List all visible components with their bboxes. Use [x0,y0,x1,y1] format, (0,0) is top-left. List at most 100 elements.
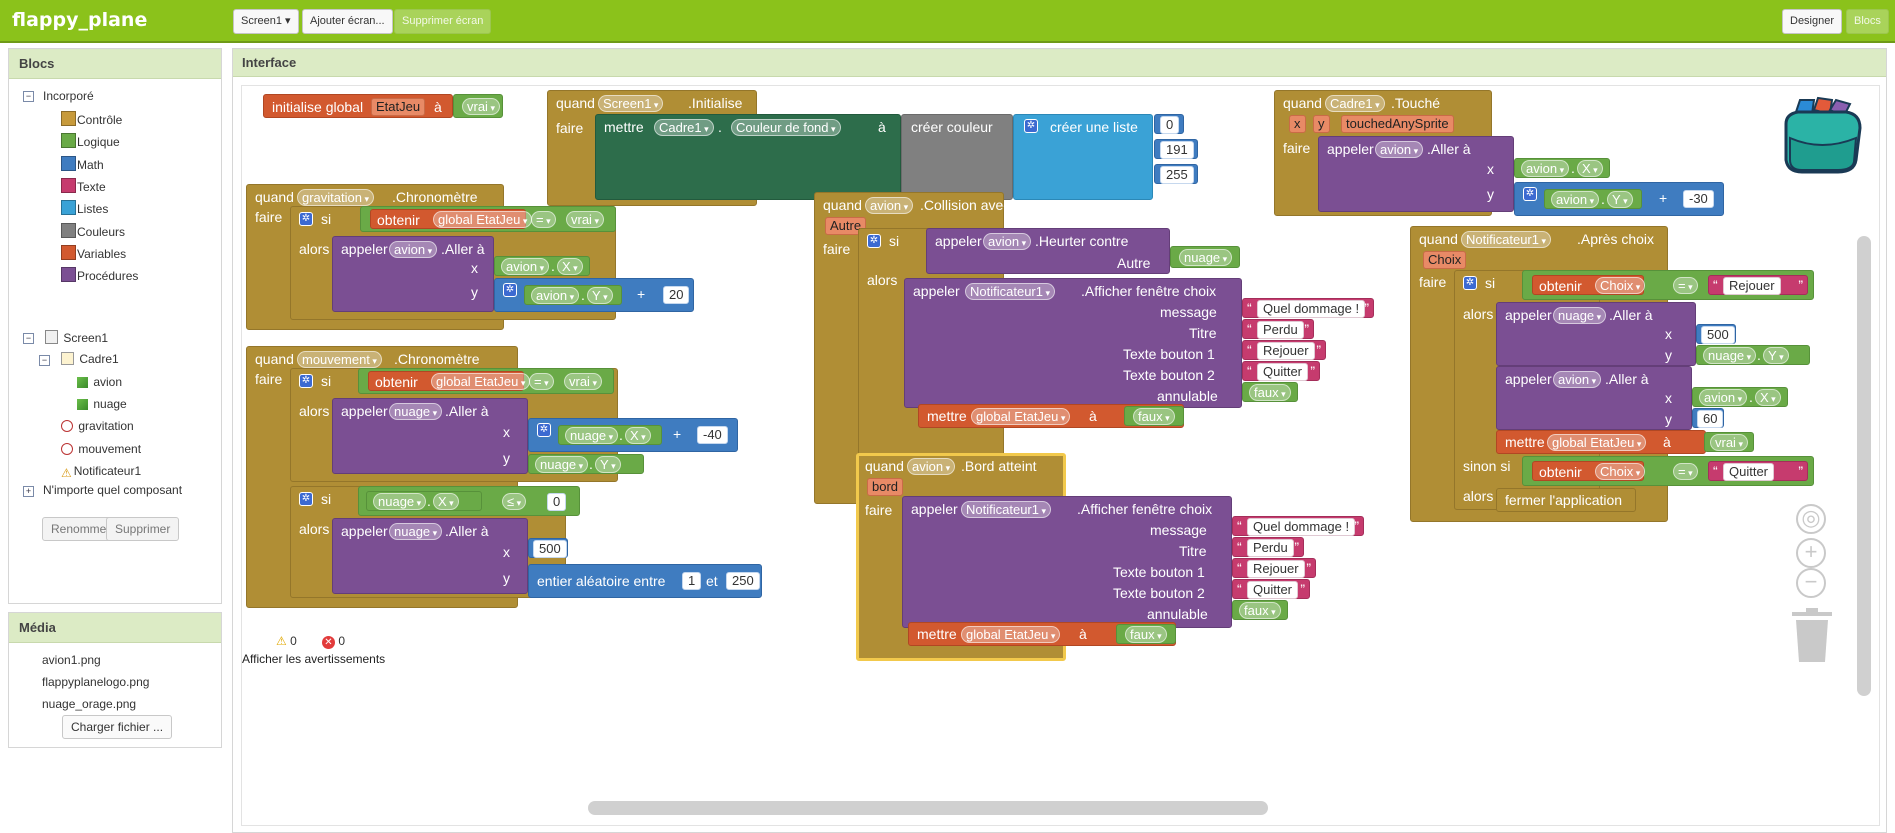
number-value[interactable]: 500 [1701,326,1735,344]
logic-false-block[interactable]: faux [1242,382,1298,402]
component-dropdown[interactable]: nuage [389,403,443,420]
zoom-out-icon[interactable]: − [1796,568,1826,598]
property-dropdown[interactable]: X [625,427,651,444]
errors-indicator[interactable]: ✕ 0 [322,634,345,649]
component-dropdown[interactable]: avion [1553,371,1602,388]
screen-select[interactable]: Screen1 ▾ [233,9,299,34]
cloud-moveto-block[interactable]: appeler nuage .Aller à x y [1496,302,1696,366]
designer-button[interactable]: Designer [1782,9,1843,34]
collapse-icon[interactable]: − [23,91,34,102]
text-block[interactable]: “Quitter” [1242,361,1320,381]
operator-dropdown[interactable]: = [1673,463,1698,480]
get-variable-block[interactable]: obtenir global EtatJeu [370,209,533,229]
text-block[interactable]: “Perdu” [1232,537,1304,557]
variable-dropdown[interactable]: Choix [1595,277,1646,294]
component-dropdown[interactable]: avion [1375,141,1424,158]
mutator-gear-icon[interactable]: ✲ [1523,187,1537,201]
component-dropdown[interactable]: Notificateur1 [965,283,1056,300]
sprite-x-getter[interactable]: avion . X [494,256,590,276]
category-6[interactable]: Variables [61,244,126,261]
component-dropdown[interactable]: Screen1 [598,95,664,112]
media-file[interactable]: nuage_orage.png [42,697,137,711]
text-value[interactable]: Quitter [1723,463,1775,481]
component-dropdown[interactable]: nuage [389,523,443,540]
sprite-x-getter[interactable]: avion . X [1692,387,1788,407]
variable-dropdown[interactable]: global EtatJeu [961,626,1061,643]
number-value[interactable]: 1 [682,572,702,590]
mutator-gear-icon[interactable]: ✲ [537,423,551,437]
boolean-dropdown[interactable]: faux [1239,602,1281,619]
logic-false-block[interactable]: faux [1116,624,1176,644]
text-block[interactable]: “Rejouer” [1242,340,1326,360]
tree-clock-gravitation[interactable]: gravitation [61,419,134,433]
set-variable-block[interactable]: mettre global EtatJeu à [1496,430,1706,454]
random-integer-block[interactable]: entier aléatoire entre 1 et 250 [528,564,762,598]
component-dropdown[interactable]: avion [389,241,438,258]
logic-false-block[interactable]: faux [1232,600,1288,620]
text-value[interactable]: Quel dommage ! [1247,518,1356,536]
operator-dropdown[interactable]: = [529,373,554,390]
component-dropdown[interactable]: nuage [373,493,427,510]
tree-any-component[interactable]: N'importe quel composant [43,483,183,497]
component-dropdown[interactable]: avion [983,233,1032,250]
text-value[interactable]: Quitter [1247,581,1299,599]
cloud-moveto-block[interactable]: appeler nuage .Aller à x y [332,398,528,474]
component-dropdown[interactable]: nuage [1553,307,1607,324]
boolean-dropdown[interactable]: vrai [1710,434,1748,451]
tree-frame[interactable]: Cadre1 [61,352,119,366]
property-dropdown[interactable]: X [1755,389,1781,406]
logic-false-block[interactable]: faux [1124,406,1184,426]
backpack-icon[interactable] [1776,94,1868,180]
sprite-x-getter[interactable]: avion . X [1514,158,1610,178]
mutator-gear-icon[interactable]: ✲ [299,212,313,226]
component-dropdown[interactable]: avion [531,287,580,304]
variable-dropdown[interactable]: global EtatJeu [1547,434,1647,451]
global-init-block[interactable]: initialise global EtatJeu à [263,94,453,118]
expand-icon[interactable]: + [23,486,34,497]
component-dropdown[interactable]: avion [907,458,956,475]
property-dropdown[interactable]: Y [587,287,613,304]
text-value[interactable]: Quitter [1257,363,1309,381]
sprite-x-getter[interactable]: nuage . X [366,491,482,511]
sprite-y-getter[interactable]: avion . Y [524,285,622,305]
close-application-block[interactable]: fermer l'application [1496,488,1636,512]
text-value[interactable]: Rejouer [1247,560,1305,578]
operator-dropdown[interactable]: ≤ [502,493,527,510]
category-1[interactable]: Logique [61,133,120,149]
make-list-block[interactable]: ✲ créer une liste [1013,114,1153,200]
text-block[interactable]: “Rejouer” [1708,275,1808,295]
category-5[interactable]: Couleurs [61,222,125,239]
number-block[interactable]: 500 [1696,324,1736,344]
number-value[interactable]: 500 [533,540,567,558]
sprite-moveto-block[interactable]: appeler avion .Aller à x y [1496,366,1692,430]
recenter-icon[interactable]: ◎ [1796,504,1826,534]
number-value[interactable]: 20 [663,286,690,304]
variable-dropdown[interactable]: global EtatJeu [431,373,531,390]
number-value[interactable]: 255 [1160,166,1194,184]
blocks-canvas[interactable]: initialise global EtatJeu à vrai quand S… [241,85,1880,826]
number-value[interactable]: 250 [726,572,760,590]
number-value[interactable]: 0 [1160,116,1180,134]
tree-builtin[interactable]: Incorporé [43,89,94,103]
event-parameter[interactable]: x [1289,115,1306,133]
component-dropdown[interactable]: Notificateur1 [1461,231,1552,248]
tree-sprite-nuage[interactable]: nuage [77,397,127,411]
mutator-gear-icon[interactable]: ✲ [299,374,313,388]
media-file[interactable]: avion1.png [42,653,101,667]
event-parameter[interactable]: y [1313,115,1330,133]
text-value[interactable]: Perdu [1257,321,1304,339]
boolean-dropdown[interactable]: faux [1133,408,1175,425]
text-block[interactable]: “Perdu” [1242,319,1314,339]
sprite-x-getter[interactable]: nuage . X [558,425,662,445]
show-choice-dialog-block[interactable]: appeler Notificateur1 .Afficher fenêtre … [902,496,1232,628]
horizontal-scrollbar[interactable] [588,801,1268,815]
mutator-gear-icon[interactable]: ✲ [867,234,881,248]
component-dropdown[interactable]: mouvement [297,351,382,368]
event-parameter[interactable]: Autre [825,217,867,235]
tree-notifier[interactable]: ⚠Notificateur1 [61,464,141,480]
category-7[interactable]: Procédures [61,267,138,283]
property-dropdown[interactable]: X [557,258,583,275]
set-background-color-block[interactable]: mettre Cadre1 . Couleur de fond à [595,114,901,200]
collapse-icon[interactable]: − [39,355,50,366]
boolean-dropdown[interactable]: faux [1249,384,1291,401]
